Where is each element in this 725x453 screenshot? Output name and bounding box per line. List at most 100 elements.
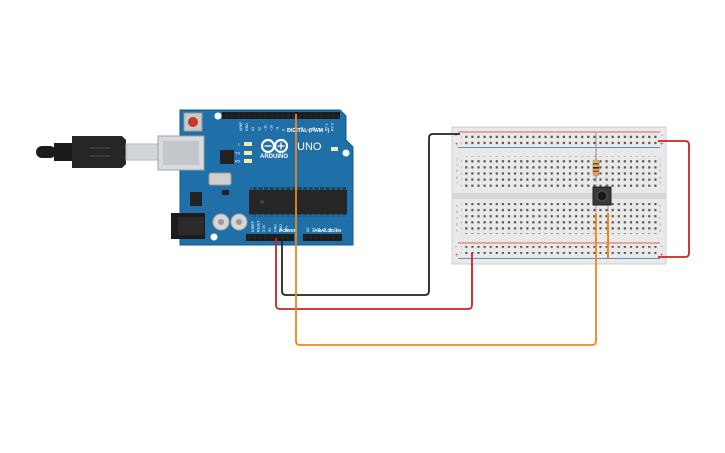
pin-label: 5V <box>268 227 272 232</box>
pin-label: GND <box>273 224 277 232</box>
pin-label: RESET <box>257 219 261 232</box>
led-l <box>244 142 252 146</box>
pin-label: GND <box>245 123 249 131</box>
rail-plus-label: + <box>660 142 664 148</box>
pin-label: ~3 <box>312 127 316 131</box>
usb-cable-strain-relief <box>54 143 72 161</box>
row-letter: a <box>456 227 458 232</box>
wire-5v[interactable] <box>275 238 473 310</box>
row-letter: j <box>456 156 458 161</box>
row-letter: c <box>659 215 661 220</box>
pin-label: ~9 <box>276 127 280 131</box>
pin-label: A0 <box>306 228 310 232</box>
atmega-chip <box>249 190 347 214</box>
pin-label: 13 <box>251 127 255 131</box>
crystal-oscillator <box>208 172 232 186</box>
pin-label: GND <box>279 224 283 232</box>
voltage-regulator <box>190 192 202 206</box>
pushbutton-icon[interactable] <box>592 184 612 212</box>
power-rail-top-1[interactable] <box>461 135 657 139</box>
rail-plus-label: + <box>455 142 459 148</box>
pin-label: VIN <box>285 226 289 232</box>
brand-label: ARDUINO <box>260 154 288 160</box>
power-rail-bottom-1[interactable] <box>461 246 657 250</box>
row-letter: j <box>659 156 661 161</box>
pin-label: A3 <box>323 228 327 232</box>
row-letter: g <box>659 174 661 179</box>
analog-label: ANALOG IN <box>314 228 341 234</box>
usb-cable[interactable] <box>36 136 159 168</box>
pin-label: 4 <box>306 129 310 131</box>
row-letter: i <box>659 162 662 167</box>
usb-b-port-inner <box>163 141 199 165</box>
mounting-hole <box>210 233 218 241</box>
row-letter: c <box>456 215 458 220</box>
terminal-strip-bottom[interactable] <box>461 203 657 234</box>
pin-label: 2 <box>318 129 322 131</box>
usb-plug-body <box>72 136 126 168</box>
dc-barrel-jack-inner <box>178 217 204 235</box>
led-rx <box>244 159 252 163</box>
pin-label: 8 <box>282 129 286 131</box>
row-letter: a <box>659 227 661 232</box>
resistor-icon[interactable] <box>592 133 600 182</box>
rail-plus-label: + <box>455 253 459 259</box>
center-channel <box>452 193 666 199</box>
pin-label: RX 0 <box>331 123 335 131</box>
rail-minus-label: - <box>455 244 457 250</box>
led-on <box>331 147 338 151</box>
led-label-l: L <box>238 142 241 147</box>
pin-label: ~10 <box>270 125 274 131</box>
led-label-rx: RX <box>235 159 241 164</box>
row-letter: d <box>659 209 661 214</box>
mounting-hole <box>214 112 222 120</box>
usb-plug-grip <box>90 147 110 157</box>
power-rail-top-2[interactable] <box>461 141 657 145</box>
row-letter: g <box>456 174 458 179</box>
led-label-tx: TX <box>235 151 240 156</box>
model-label: UNO <box>297 141 322 153</box>
rail-minus-label: - <box>455 133 457 139</box>
row-letter: i <box>456 162 459 167</box>
power-rail-bottom-2[interactable] <box>461 252 657 256</box>
rail-minus-label: - <box>661 133 663 139</box>
row-letter: e <box>456 203 459 208</box>
reset-button-cap[interactable] <box>188 117 198 127</box>
wire-ground[interactable] <box>281 133 460 296</box>
row-letter: h <box>659 168 661 173</box>
pin-label: A5 <box>334 228 338 232</box>
pin-label: A4 <box>328 228 332 232</box>
row-letter: e <box>659 203 662 208</box>
rail-plus-label: + <box>660 253 664 259</box>
usb-cable-end <box>36 146 56 158</box>
led-tx <box>244 151 252 155</box>
pin-label: 12 <box>257 127 261 131</box>
wire-signal[interactable] <box>295 114 597 346</box>
usb-chip <box>220 150 234 164</box>
terminal-strip-top[interactable] <box>461 156 657 187</box>
pushbutton-cap <box>596 190 608 202</box>
row-letter: f <box>456 180 458 185</box>
power-label: POWER <box>279 228 298 234</box>
mounting-hole <box>342 149 350 157</box>
pin-label: A2 <box>317 228 321 232</box>
row-letter: b <box>659 221 662 226</box>
pin-label: ~11 <box>263 125 267 131</box>
row-letter: f <box>659 180 661 185</box>
pin-label: AREF <box>239 121 243 131</box>
wires <box>275 114 690 346</box>
wire-rail-jumper[interactable] <box>658 140 690 258</box>
row-letter: h <box>456 168 458 173</box>
row-letter: d <box>456 209 458 214</box>
pin-label: ~5 <box>300 127 304 131</box>
usb-plug-metal <box>125 143 159 161</box>
pin-label: IOREF <box>251 220 255 232</box>
pin-label: 7 <box>288 129 292 131</box>
